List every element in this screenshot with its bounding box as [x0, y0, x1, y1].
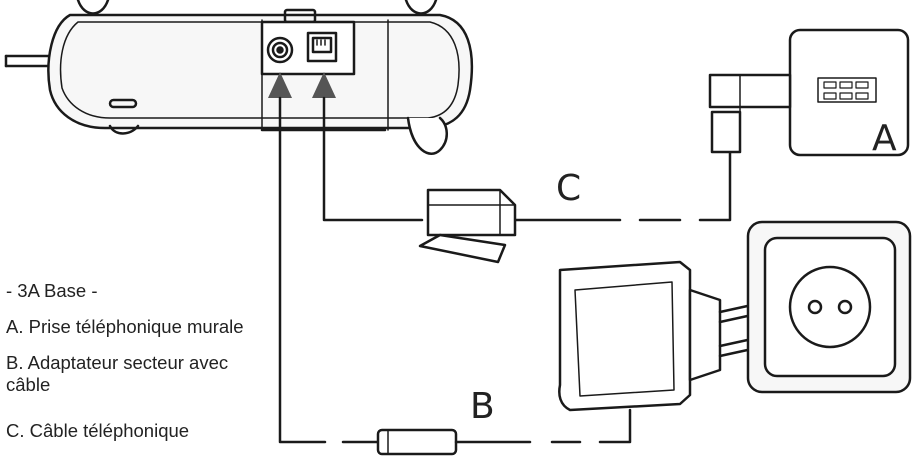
rj11-plug — [418, 188, 517, 264]
legend-item-c: C. Câble téléphonique — [6, 420, 190, 441]
power-cable — [278, 96, 632, 456]
legend-item-a: A. Prise téléphonique murale — [6, 316, 244, 337]
arrow-power-port — [268, 72, 292, 98]
telephone-cable — [322, 96, 732, 222]
wall-power-socket — [746, 220, 912, 394]
callout-a: A — [872, 118, 897, 159]
wall-phone-jack — [708, 28, 910, 157]
base-station — [4, 0, 474, 155]
legend-item-b: B. Adaptateur secteur avec câble — [6, 352, 229, 395]
power-adapter — [558, 260, 754, 412]
callout-c: C — [556, 168, 581, 209]
callout-b: B — [470, 386, 495, 427]
legend-title: - 3A Base - — [6, 280, 98, 301]
arrow-phone-port — [312, 72, 336, 98]
